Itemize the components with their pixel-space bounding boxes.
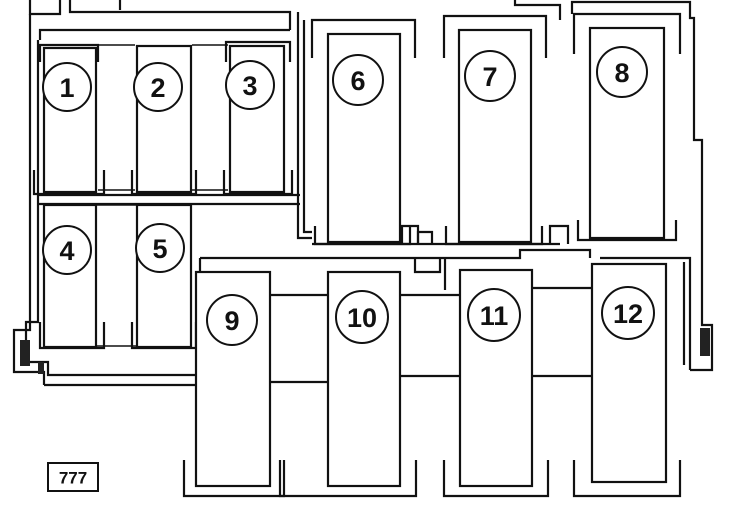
badge-label: 11 xyxy=(480,301,509,331)
badge-label: 7 xyxy=(482,62,497,92)
badge-slot-1: 1 xyxy=(42,62,92,112)
badge-slot-4: 4 xyxy=(42,225,92,275)
badge-slot-8: 8 xyxy=(596,46,648,98)
left-connector-block xyxy=(20,340,30,366)
badge-label: 8 xyxy=(614,58,629,88)
badge-slot-7: 7 xyxy=(464,50,516,102)
badge-label: 5 xyxy=(152,234,167,264)
badge-label: 9 xyxy=(224,306,239,336)
badge-slot-2: 2 xyxy=(133,62,183,112)
right-connector-block xyxy=(700,328,710,356)
reference-code: 777 xyxy=(59,469,87,488)
reference-code-box: 777 xyxy=(47,462,99,492)
badge-label: 6 xyxy=(350,66,365,96)
badge-label: 10 xyxy=(347,303,377,333)
badge-slot-5: 5 xyxy=(135,223,185,273)
badge-label: 2 xyxy=(150,73,165,103)
badge-label: 12 xyxy=(613,299,643,329)
fuse-slot-5 xyxy=(96,203,198,350)
badge-slot-6: 6 xyxy=(332,54,384,106)
badge-label: 3 xyxy=(242,71,257,101)
badge-label: 4 xyxy=(59,236,74,266)
badge-label: 1 xyxy=(59,73,74,103)
badge-slot-10: 10 xyxy=(335,290,389,344)
badge-slot-9: 9 xyxy=(206,294,258,346)
fuse-slot-7 xyxy=(442,14,548,246)
bottom-left-tab xyxy=(38,362,44,374)
badge-slot-11: 11 xyxy=(467,288,521,342)
badge-slot-3: 3 xyxy=(225,60,275,110)
fuse-slot-4 xyxy=(38,203,106,350)
badge-slot-12: 12 xyxy=(601,286,655,340)
fuse-slot-6 xyxy=(310,18,417,246)
